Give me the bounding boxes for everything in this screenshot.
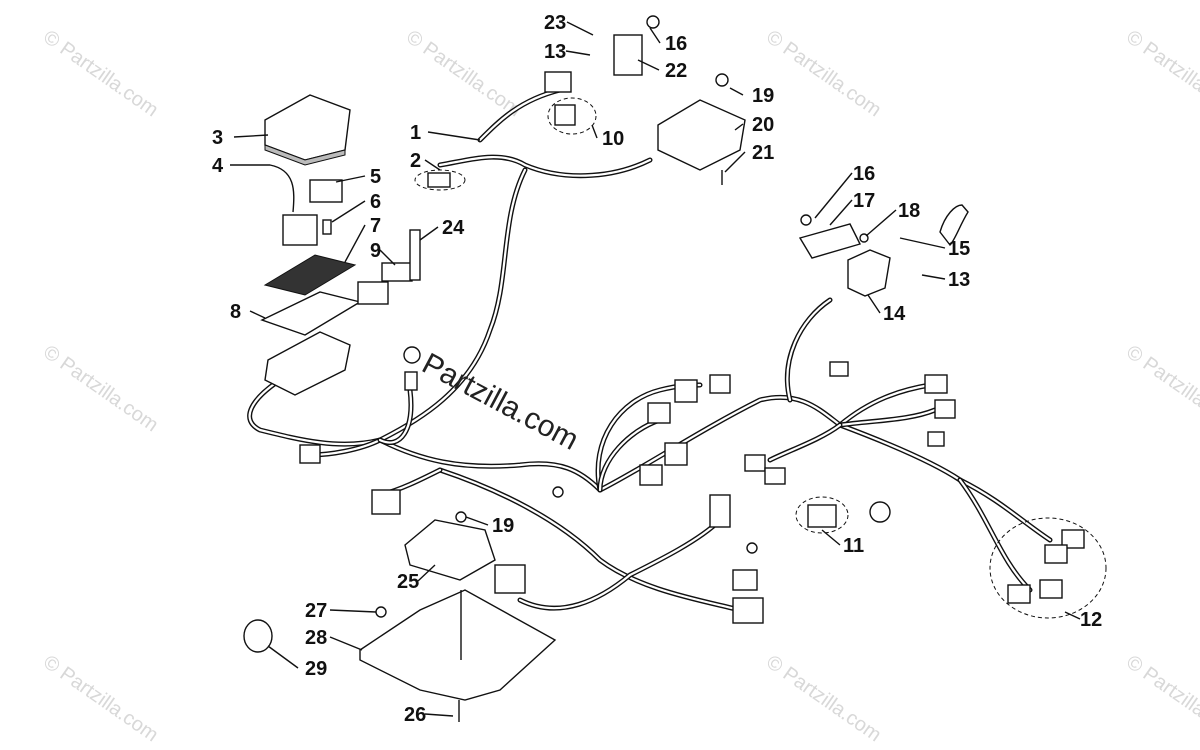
connector-9 [357,262,413,305]
watermark: © Partzilla.com [1122,26,1200,121]
watermark: © Partzilla.com [1122,651,1200,746]
watermark: © Partzilla.com [39,651,162,746]
fuse-panel-7 [263,254,357,296]
fuse-block [264,331,351,396]
callout-25: 25 [397,571,419,593]
relay-5 [309,179,343,203]
regulator-20 [657,99,746,171]
bracket-22 [613,34,643,76]
callout-23: 23 [544,12,566,34]
callout-2: 2 [410,150,421,172]
callout-8: 8 [230,301,241,323]
callout-1: 1 [410,122,421,144]
callout-22: 22 [665,60,687,82]
callout-13-top: 13 [544,41,566,63]
connectors-misc [299,361,956,624]
connector-10 [547,97,597,135]
callout-9: 9 [370,240,381,262]
ecu-tray-28 [359,589,557,701]
watermark: © Partzilla.com [762,26,885,121]
module-14 [847,249,891,297]
watermark: © Partzilla.com [39,341,162,436]
callouts: 1 2 3 4 5 6 7 8 9 10 11 12 13 13 14 15 1… [212,12,1102,726]
sensor-24 [403,229,421,391]
wiring-harness [247,87,1053,613]
callout-24: 24 [442,217,465,239]
callout-11: 11 [843,535,864,557]
callout-19-top: 19 [752,85,774,107]
callout-26: 26 [404,704,426,726]
ecu-25 [404,519,496,581]
clamp-29 [243,619,273,653]
callout-7: 7 [370,215,381,237]
callout-29: 29 [305,658,327,680]
injector-connectors [639,374,731,486]
callout-20: 20 [752,114,774,136]
callout-28: 28 [305,627,327,649]
callout-3: 3 [212,127,223,149]
relay-4 [282,214,318,246]
fasteners [375,15,869,722]
callout-17: 17 [853,190,875,212]
connector-1 [544,71,572,93]
callout-6: 6 [370,191,381,213]
gasket-8 [260,291,362,336]
callout-13-right: 13 [948,269,970,291]
connector-2 [414,169,466,191]
callout-14: 14 [883,303,906,325]
callout-16-right: 16 [853,163,875,185]
callout-10: 10 [602,128,624,150]
watermark: © Partzilla.com [1122,341,1200,436]
bracket-17 [798,223,862,259]
leader-lines [230,21,1081,717]
connector-11 [795,496,891,534]
watermark: © Partzilla.com [402,26,525,121]
callout-4: 4 [212,155,224,177]
fuse-box-cover [264,94,351,166]
fuse-6 [322,219,332,235]
callout-27: 27 [305,600,327,622]
boot-15 [939,204,969,247]
callout-21: 21 [752,142,774,164]
callout-16-top: 16 [665,33,687,55]
watermark: © Partzilla.com [762,651,885,746]
callout-12: 12 [1080,609,1102,631]
callout-5: 5 [370,166,381,188]
callout-18: 18 [898,200,920,222]
callout-19-bottom: 19 [492,515,514,537]
connectors-12 [989,517,1107,619]
callout-15: 15 [948,238,970,260]
watermark: © Partzilla.com [39,26,162,121]
